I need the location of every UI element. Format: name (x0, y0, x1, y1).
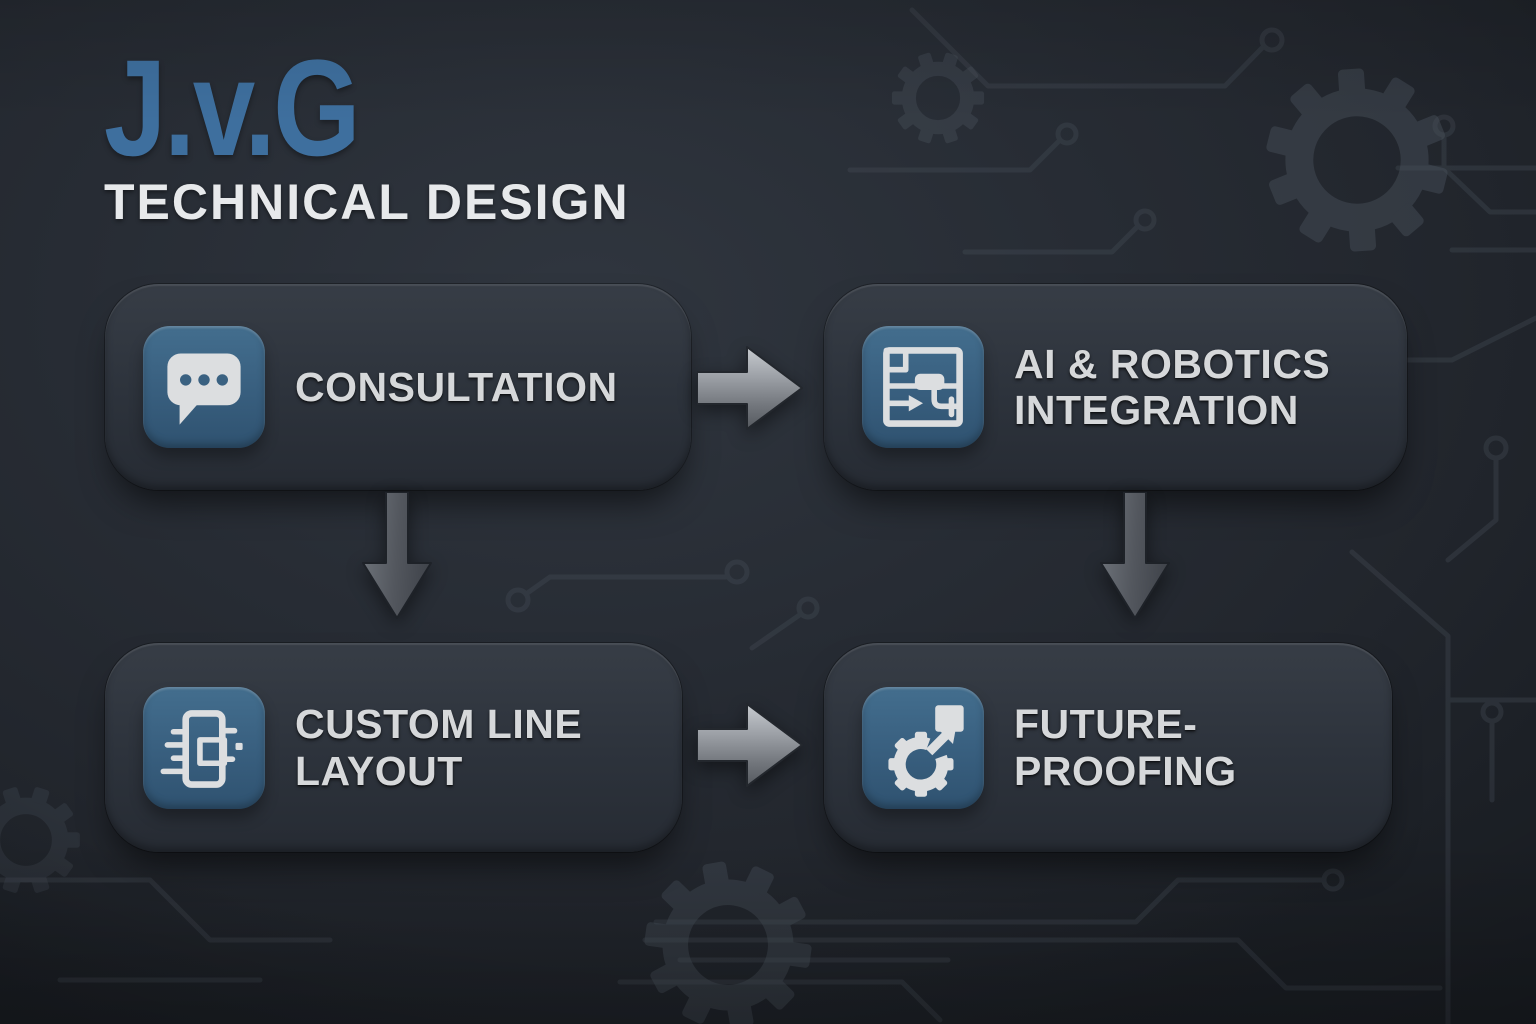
icon-tile (143, 326, 265, 448)
brand-tagline: TECHNICAL DESIGN (104, 174, 630, 230)
circuit-schematic-icon (883, 347, 963, 427)
arrow-ai-robotics-to-future-proofing (1100, 492, 1170, 619)
arrow-consultation-to-ai-robotics (697, 346, 803, 430)
chip-layout-icon (160, 709, 243, 788)
arrow-consultation-to-custom-line (362, 492, 432, 619)
icon-tile (143, 686, 265, 809)
chat-bubble-icon (167, 353, 241, 425)
brand-logo: J.v.G (104, 40, 414, 177)
node-custom-line-layout: CUSTOM LINE LAYOUT (105, 643, 682, 852)
arrow-custom-line-to-future-proofing (697, 703, 803, 787)
node-consultation: CONSULTATION (105, 284, 691, 490)
node-label: CONSULTATION (295, 363, 618, 410)
icon-tile (862, 326, 984, 448)
node-ai-robotics-integration: AI & ROBOTICS INTEGRATION (824, 284, 1407, 490)
node-label: FUTURE- PROOFING (1014, 701, 1237, 794)
node-future-proofing: FUTURE- PROOFING (824, 643, 1392, 852)
brand-logo-text: J.v.G (104, 32, 361, 185)
node-label: CUSTOM LINE LAYOUT (295, 701, 583, 794)
node-label: AI & ROBOTICS INTEGRATION (1014, 340, 1331, 433)
gear-upgrade-icon (888, 704, 964, 797)
icon-tile (862, 686, 984, 809)
